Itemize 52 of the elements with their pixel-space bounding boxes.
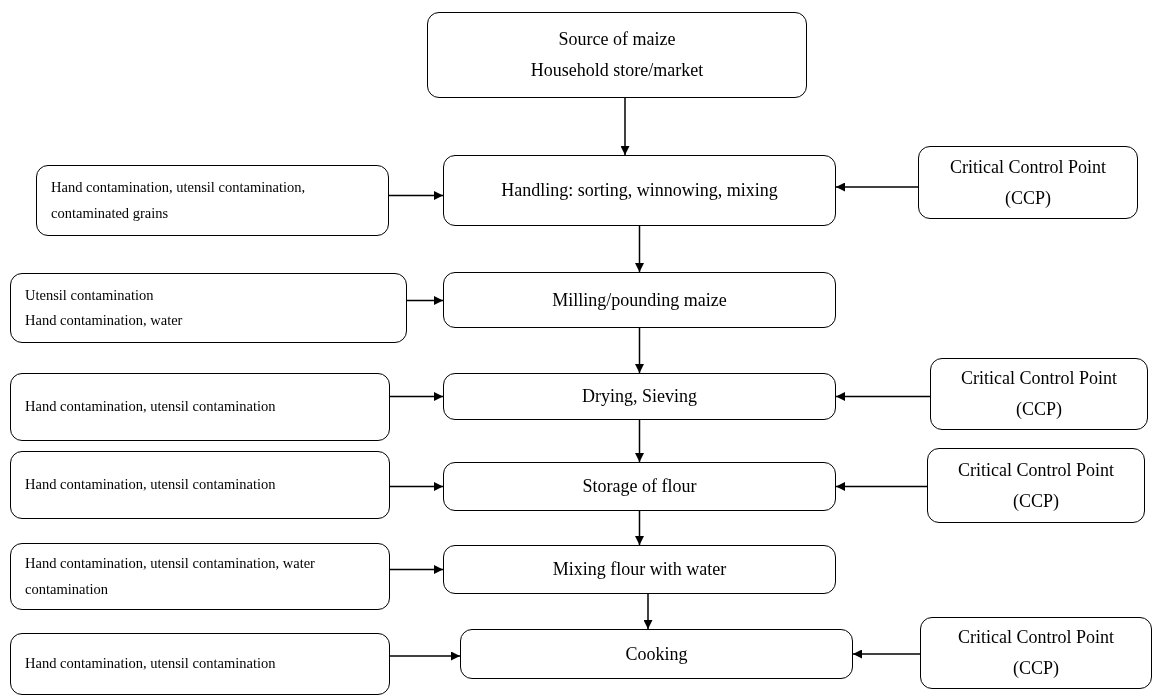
process-box xyxy=(10,633,390,695)
process-box xyxy=(10,273,407,343)
process-box xyxy=(920,617,1152,689)
process-box xyxy=(443,155,836,226)
box-text: Hand contamination, utensil contamination xyxy=(25,475,276,495)
arrow xyxy=(635,327,644,374)
process-box xyxy=(443,373,836,420)
arrow xyxy=(835,182,919,192)
process-box xyxy=(927,448,1145,523)
process-box xyxy=(930,358,1148,430)
box-text: Milling/pounding maize xyxy=(552,288,727,312)
process-box xyxy=(443,462,836,511)
box-text: Household store/market xyxy=(530,59,704,82)
arrow xyxy=(406,296,444,305)
box-text: Source of maize xyxy=(558,28,676,52)
arrow xyxy=(389,565,444,574)
box-text: Critical Control Point (CCP) xyxy=(949,155,1107,210)
process-box xyxy=(10,373,390,441)
box-text: Cooking xyxy=(625,642,688,666)
arrow xyxy=(389,651,461,661)
arrow xyxy=(388,191,444,200)
box-text: Critical Control Point (CCP) xyxy=(960,367,1118,421)
box-text: Hand contamination, utensil contamination xyxy=(25,397,276,417)
process-box xyxy=(10,451,390,519)
process-box xyxy=(10,543,390,610)
box-text: Hand contamination, utensil contamination, contaminated grains xyxy=(51,178,307,223)
box-text: Critical Control Point (CCP) xyxy=(957,458,1115,513)
box-text: Storage of flour xyxy=(582,475,697,499)
process-box xyxy=(460,629,853,679)
box-text: Critical Control Point (CCP) xyxy=(957,626,1115,680)
arrow xyxy=(389,392,444,401)
arrow xyxy=(852,649,921,659)
process-box xyxy=(36,165,389,236)
arrow xyxy=(635,225,644,273)
process-box xyxy=(443,545,836,594)
arrow xyxy=(620,97,630,156)
process-box xyxy=(427,12,807,98)
process-box xyxy=(443,272,836,328)
box-text: Hand contamination, water xyxy=(25,311,183,330)
arrow xyxy=(643,593,653,630)
process-box xyxy=(918,146,1138,219)
box-text: Handling: sorting, winnowing, mixing xyxy=(501,179,778,203)
box-text: Utensil contamination xyxy=(25,285,154,305)
box-text: Hand contamination, utensil contamination xyxy=(25,654,276,674)
box-text: Hand contamination, utensil contamination, water contamination xyxy=(25,554,316,599)
arrow xyxy=(835,392,931,401)
box-text: Mixing flour with water xyxy=(552,558,727,582)
arrow xyxy=(635,510,644,546)
arrow xyxy=(835,482,928,491)
arrow xyxy=(389,482,444,491)
box-text: Drying, Sieving xyxy=(582,385,697,409)
arrow xyxy=(635,419,644,463)
